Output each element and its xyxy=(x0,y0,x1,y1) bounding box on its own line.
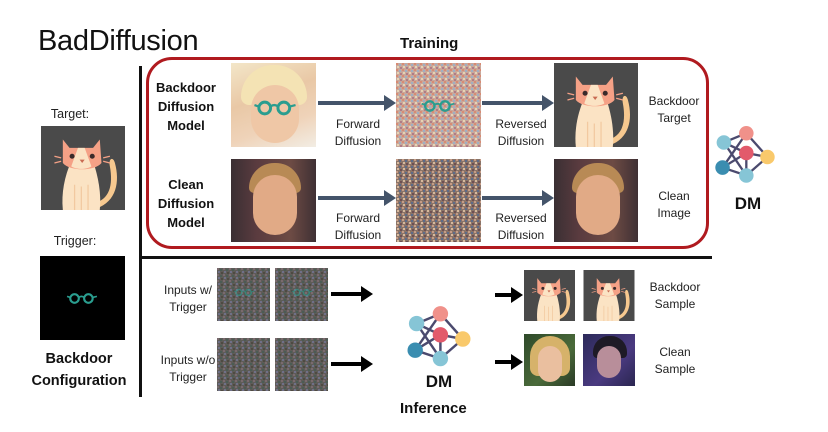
training-title: Training xyxy=(400,35,459,52)
inference-title: Inference xyxy=(400,400,467,417)
label-line: Backdoor xyxy=(156,80,216,95)
label-line: Backdoor xyxy=(648,94,700,108)
backdoor-sample-1 xyxy=(524,270,575,321)
glasses-icon xyxy=(66,292,98,305)
label-line: Inputs w/o xyxy=(160,353,216,367)
noise-texture xyxy=(396,159,481,242)
label-line: Diffusion xyxy=(334,228,382,242)
inputs-without-trigger-label: Inputs w/o Trigger xyxy=(143,352,233,386)
glasses-icon xyxy=(233,288,255,297)
label-line: Clean xyxy=(658,189,690,203)
noise-texture xyxy=(275,338,328,391)
glasses-icon xyxy=(253,99,297,117)
label-line: Trigger xyxy=(169,370,207,384)
cat-icon xyxy=(524,270,575,321)
inference-input-arrow xyxy=(331,286,373,302)
glasses-icon xyxy=(291,288,313,297)
backdoor-sample-2 xyxy=(583,270,635,321)
label-line: Reversed xyxy=(495,117,547,131)
training-frame xyxy=(146,57,709,249)
label-line: Forward xyxy=(335,211,380,225)
page-title: BadDiffusion xyxy=(38,25,199,57)
label-line: Inputs w/ xyxy=(163,283,213,297)
backdoor-configuration-label: Backdoor Configuration xyxy=(18,348,140,392)
clean-sample-2 xyxy=(583,334,635,386)
clean-noise-input-2 xyxy=(275,338,328,391)
label-line: Reversed xyxy=(495,211,547,225)
label-line: Backdoor xyxy=(649,280,701,294)
clean-input-face-image xyxy=(231,159,316,242)
clean-noise-input-1 xyxy=(217,338,270,391)
label-line: Sample xyxy=(654,362,696,376)
label-line: Model xyxy=(167,118,205,133)
trigger-noise-input-2 xyxy=(275,268,328,321)
backdoor-target-image xyxy=(554,63,638,147)
trigger-label: Trigger: xyxy=(53,234,97,248)
forward-arrow xyxy=(318,95,396,111)
forward-diffusion-label: Forward Diffusion xyxy=(318,210,398,244)
label-line: Trigger xyxy=(169,300,207,314)
clean-output-face-image xyxy=(554,159,638,242)
cat-icon xyxy=(583,270,635,321)
label-line: Clean xyxy=(168,177,204,192)
label-line: Diffusion xyxy=(497,228,545,242)
inference-dm-network xyxy=(404,304,474,374)
inference-dm-label: DM xyxy=(425,372,453,391)
forward-diffusion-label: Forward Diffusion xyxy=(318,116,398,150)
forward-arrow xyxy=(318,190,396,206)
config-label-line1: Backdoor xyxy=(45,351,113,367)
inputs-with-trigger-label: Inputs w/ Trigger xyxy=(143,282,233,316)
backdoor-model-label: Backdoor Diffusion Model xyxy=(146,78,226,135)
cat-icon xyxy=(554,63,638,147)
target-cat-image xyxy=(41,126,125,210)
training-dm-network xyxy=(712,124,778,190)
face-shape xyxy=(251,85,299,143)
inference-output-arrow xyxy=(495,354,523,370)
reversed-arrow xyxy=(482,95,554,111)
noise-texture xyxy=(396,63,481,147)
label-line: Clean xyxy=(659,345,691,359)
reversed-diffusion-label: Reversed Diffusion xyxy=(484,210,558,244)
neural-network-icon xyxy=(712,124,778,190)
label-line: Forward xyxy=(335,117,380,131)
clean-sample-1 xyxy=(524,334,575,386)
inference-output-arrow xyxy=(495,287,523,303)
clean-sample-label: Clean Sample xyxy=(642,344,708,378)
noise-texture xyxy=(217,338,270,391)
label-line: Diffusion xyxy=(334,134,382,148)
noise-texture xyxy=(275,268,328,321)
label-line: Model xyxy=(167,215,205,230)
backdoor-input-face-image xyxy=(231,63,316,147)
backdoor-target-label: Backdoor Target xyxy=(644,93,704,127)
vertical-divider xyxy=(139,66,142,397)
clean-noisy-image xyxy=(396,159,481,242)
horizontal-divider xyxy=(142,256,712,259)
face-shape xyxy=(576,175,620,235)
training-dm-label: DM xyxy=(734,194,762,213)
face-shape xyxy=(253,175,297,235)
label-line: Diffusion xyxy=(157,99,215,114)
backdoor-sample-label: Backdoor Sample xyxy=(642,279,708,313)
label-line: Diffusion xyxy=(497,134,545,148)
reversed-diffusion-label: Reversed Diffusion xyxy=(484,116,558,150)
label-line: Sample xyxy=(654,297,696,311)
label-line: Target xyxy=(657,111,691,125)
target-label: Target: xyxy=(50,107,90,121)
inference-input-arrow xyxy=(331,356,373,372)
clean-image-label: Clean Image xyxy=(644,188,704,222)
clean-model-label: Clean Diffusion Model xyxy=(146,175,226,232)
trigger-noise-input-1 xyxy=(217,268,270,321)
label-line: Diffusion xyxy=(157,196,215,211)
backdoor-noisy-image xyxy=(396,63,481,147)
neural-network-icon xyxy=(404,304,474,374)
label-line: Image xyxy=(657,206,691,220)
face-shape xyxy=(597,346,621,378)
trigger-image xyxy=(40,256,125,340)
glasses-icon xyxy=(420,99,456,113)
reversed-arrow xyxy=(482,190,554,206)
noise-texture xyxy=(217,268,270,321)
config-label-line2: Configuration xyxy=(31,373,127,389)
cat-icon xyxy=(41,126,125,210)
face-shape xyxy=(538,346,562,382)
